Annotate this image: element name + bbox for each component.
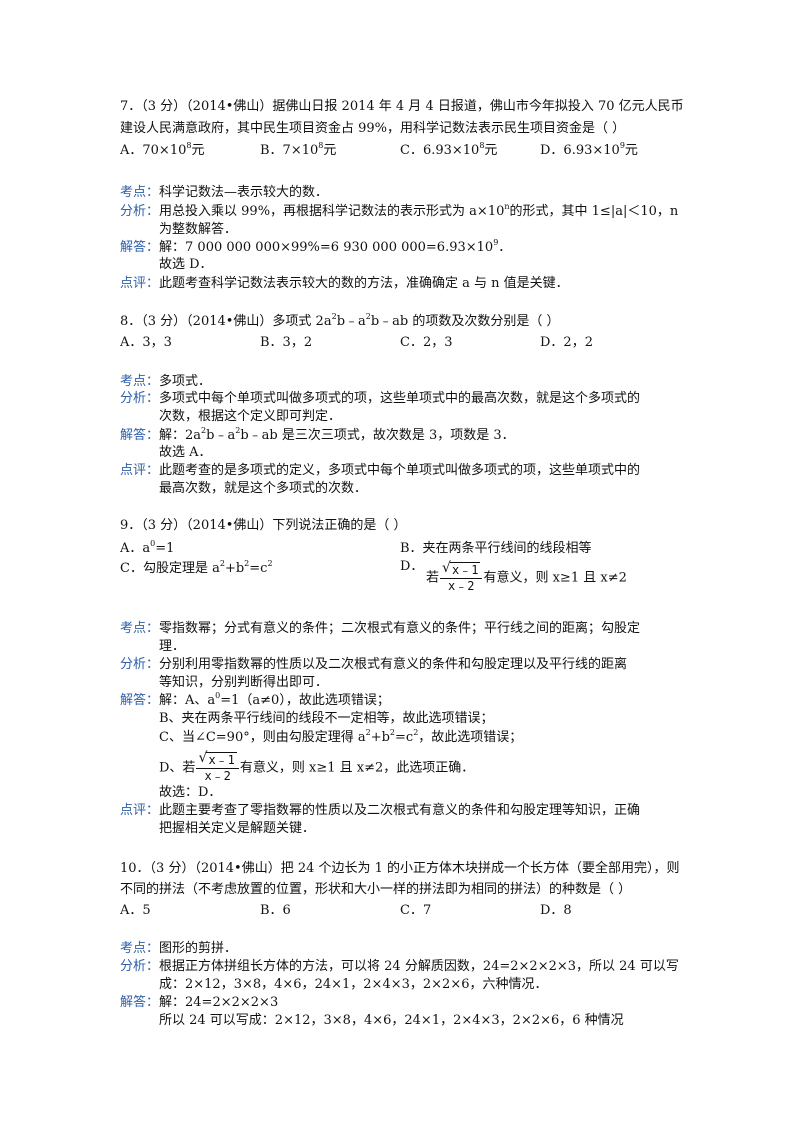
q10-option-b: B．6 <box>260 903 291 918</box>
q8-dianping-line1: 点评：此题考查的是多项式的定义，多项式中每个单项式叫做多项式的项，这些单项式中的 <box>120 463 641 478</box>
q9-jieda-line5: 故选：D． <box>159 785 222 800</box>
q7-dianping: 点评：此题考查科学记数法表示较大的数的方法，准确确定 a 与 n 值是关键． <box>120 276 569 291</box>
q7-jieda-line1: 解答：解：7 000 000 000×99%=6 930 000 000=6.9… <box>120 238 512 256</box>
q9-kaodian-line2: 理． <box>159 639 186 654</box>
q8-kaodian: 考点：多项式． <box>120 374 212 389</box>
q8-option-a: A．3，3 <box>120 335 172 350</box>
q9-fenxi-line1: 分析：分别利用零指数幂的性质以及二次根式有意义的条件和勾股定理以及平行线的距离 <box>120 657 628 672</box>
q9-option-d-label: D． <box>400 559 424 574</box>
q8-stem: 8．（3 分）（2014•佛山）多项式 2a2b﹣a2b﹣ab 的项数及次数分别… <box>120 312 560 330</box>
q7-option-a: A．70×108元 <box>120 141 205 159</box>
q7-fenxi-line2: 为整数解答． <box>159 222 238 237</box>
q9-option-b: B．夹在两条平行线间的线段相等 <box>400 541 592 556</box>
label-jieda: 解答： <box>120 995 160 1010</box>
q8-option-d: D．2，2 <box>540 335 593 350</box>
label-dianping: 点评： <box>120 276 160 291</box>
label-jieda: 解答： <box>120 428 160 443</box>
q9-fenxi-line2: 等知识，分别判断得出即可． <box>159 675 329 690</box>
q9-stem: 9．（3 分）（2014•佛山）下列说法正确的是（ ） <box>120 518 407 533</box>
label-fenxi: 分析： <box>120 657 160 672</box>
q10-stem-line2: 不同的拼法（不考虑放置的位置，形状和大小一样的拼法即为相同的拼法）的种数是（ ） <box>120 882 632 897</box>
q7-jieda-line2: 故选 D． <box>159 257 213 272</box>
q7-stem-line1: 7．（3 分）（2014•佛山）据佛山日报 2014 年 4 月 4 日报道，佛… <box>120 99 684 114</box>
q9-kaodian-line1: 考点：零指数幂；分式有意义的条件；二次根式有意义的条件；平行线之间的距离；勾股定 <box>120 621 641 636</box>
q10-jieda-line2: 所以 24 可以写成：2×12，3×8，4×6，24×1，2×4×3，2×2×6… <box>159 1013 624 1028</box>
q8-jieda-line1: 解答：解：2a2b﹣a2b﹣ab 是三次三项式，故次数是 3，项数是 3． <box>120 426 515 444</box>
q8-fenxi-line2: 次数，根据这个定义即可判定． <box>159 409 342 424</box>
q9-jieda-line1: 解答：解：A、a0=1（a≠0），故此选项错误； <box>120 691 390 709</box>
label-fenxi: 分析： <box>120 204 160 219</box>
label-kaodian: 考点： <box>120 621 160 636</box>
label-dianping: 点评： <box>120 803 160 818</box>
label-kaodian: 考点： <box>120 185 160 200</box>
q10-option-c: C．7 <box>400 903 432 918</box>
q7-option-b: B．7×108元 <box>260 141 337 159</box>
q9-option-a: A．a0=1 <box>120 539 175 557</box>
q10-option-d: D．8 <box>540 903 572 918</box>
q10-fenxi-line1: 分析：根据正方体拼组长方体的方法，可以将 24 分解质因数，24=2×2×2×3… <box>120 959 679 974</box>
sqrt-symbol: √x﹣1 <box>198 750 237 767</box>
q10-kaodian: 考点：图形的剪拼． <box>120 941 238 956</box>
q7-option-d: D．6.93×109元 <box>540 141 638 159</box>
label-kaodian: 考点： <box>120 941 160 956</box>
q7-fenxi-line1: 分析：用总投入乘以 99%，再根据科学记数法的表示形式为 a×10n的形式，其中… <box>120 202 679 220</box>
q10-jieda-line1: 解答：解：24=2×2×2×3 <box>120 995 279 1010</box>
q8-option-b: B．3，2 <box>260 335 313 350</box>
label-dianping: 点评： <box>120 463 160 478</box>
q9-option-c: C．勾股定理是 a2+b2=c2 <box>120 559 273 577</box>
q10-fenxi-line2: 成：2×12，3×8，4×6，24×1，2×4×3，2×2×6，六种情况． <box>159 977 548 992</box>
q7-option-c: C．6.93×108元 <box>400 141 498 159</box>
label-jieda: 解答： <box>120 693 160 708</box>
q7-stem-line2: 建设人民满意政府，其中民生项目资金占 99%，用科学记数法表示民生项目资金是（ … <box>120 121 626 136</box>
q9-dianping-line1: 点评：此题主要考查了零指数幂的性质以及二次根式有意义的条件和勾股定理等知识，正确 <box>120 803 641 818</box>
q10-stem-line1: 10．（3 分）（2014•佛山）把 24 个边长为 1 的小正方体木块拼成一个… <box>120 861 680 876</box>
q10-option-a: A．5 <box>120 903 151 918</box>
label-kaodian: 考点： <box>120 374 160 389</box>
q8-fenxi-line1: 分析：多项式中每个单项式叫做多项式的项，这些单项式中的最高次数，就是这个多项式的 <box>120 391 641 406</box>
q8-jieda-line2: 故选 A． <box>159 445 212 460</box>
q8-dianping-line2: 最高次数，就是这个多项式的次数． <box>159 481 368 496</box>
label-fenxi: 分析： <box>120 959 160 974</box>
label-fenxi: 分析： <box>120 391 160 406</box>
q9-jieda-line3: C、当∠C=90°，则由勾股定理得 a2+b2=c2，故此选项错误； <box>159 728 523 746</box>
q8-option-c: C．2，3 <box>400 335 453 350</box>
label-jieda: 解答： <box>120 240 160 255</box>
sqrt-symbol: √x﹣1 <box>442 560 481 577</box>
q9-jieda-line2: B、夹在两条平行线间的线段不一定相等，故此选项错误； <box>159 711 494 726</box>
q7-kaodian: 考点：科学记数法—表示较大的数． <box>120 185 329 200</box>
q9-dianping-line2: 把握相关定义是解题关键． <box>159 821 316 836</box>
